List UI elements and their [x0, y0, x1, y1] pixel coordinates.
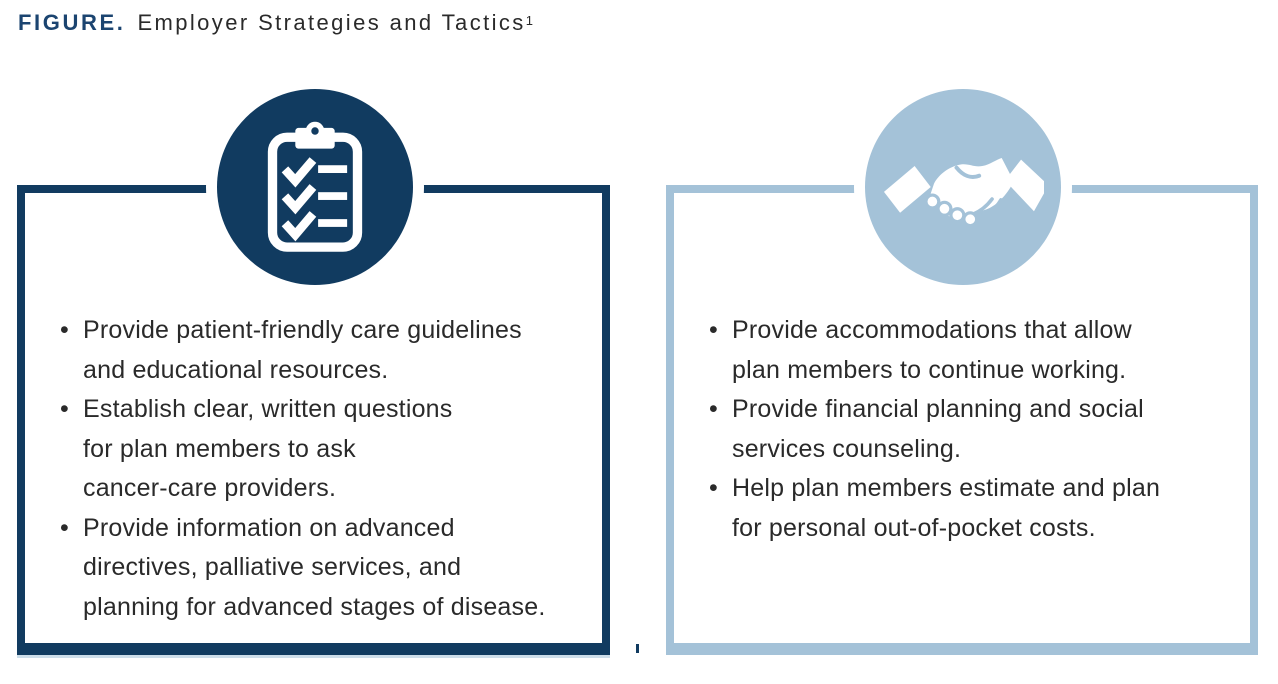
bullet-text-line: Provide patient-friendly care guidelines [83, 316, 522, 344]
bullet-text-line: services counseling. [732, 434, 962, 463]
footnote-marker: 1 [525, 13, 533, 28]
list-item: • Establish clear, written questions for… [60, 390, 590, 509]
list-item: • Provide patient-friendly care guidelin… [60, 311, 590, 390]
list-item: • Help plan members estimate and plan fo… [709, 469, 1238, 548]
bullet-text-line: Help plan members estimate and plan [732, 474, 1161, 502]
bullet-text-line: cancer-care providers. [83, 474, 337, 502]
workplace-support-bullet-list: • Provide accommodations that allow plan… [709, 311, 1238, 548]
bullet-text-line: for personal out-of-pocket costs. [732, 513, 1096, 542]
bullet-text-line: Provide financial planning and social [732, 395, 1144, 423]
handshake-glyph [883, 157, 1044, 228]
bullet-text: Provide information on advanced directiv… [83, 509, 590, 628]
handshake-icon [865, 89, 1061, 285]
figure-title: FIGURE. Employer Strategies and Tactics1 [18, 10, 533, 36]
bullet-text-line: Provide accommodations that allow [732, 316, 1132, 344]
bullet-text: Provide accommodations that allow plan m… [732, 311, 1238, 390]
bullet-icon: • [60, 513, 69, 542]
bullet-text-line: plan members to continue working. [732, 355, 1127, 384]
bullet-text: Provide patient-friendly care guidelines… [83, 311, 590, 390]
bullet-icon: • [709, 316, 718, 344]
bullet-text-line: Establish clear, written questions [83, 395, 453, 423]
stray-mark [636, 644, 639, 653]
checklist-clipboard-icon [217, 89, 413, 285]
bullet-text-line: directives, palliative services, and [83, 553, 462, 581]
bullet-icon: • [60, 316, 69, 344]
bullet-text-line: Provide information on advanced [83, 513, 455, 542]
list-item: • Provide financial planning and social … [709, 390, 1238, 469]
bullet-icon: • [709, 395, 718, 423]
bullet-icon: • [60, 395, 69, 423]
care-guidance-bullet-list: • Provide patient-friendly care guidelin… [60, 311, 590, 627]
figure-title-text: Employer Strategies and Tactics [137, 10, 526, 35]
bullet-text-line: for plan members to ask [83, 434, 356, 463]
figure-label: FIGURE. [18, 10, 126, 35]
bullet-text-line: and educational resources. [83, 355, 389, 384]
bullet-text: Establish clear, written questions for p… [83, 390, 590, 509]
bullet-text-line: planning for advanced stages of disease. [83, 592, 546, 621]
list-item: • Provide information on advanced direct… [60, 509, 590, 628]
bullet-text: Provide financial planning and social se… [732, 390, 1238, 469]
bullet-text: Help plan members estimate and plan for … [732, 469, 1238, 548]
bullet-icon: • [709, 474, 718, 502]
list-item: • Provide accommodations that allow plan… [709, 311, 1238, 390]
clipboard-glyph [267, 121, 363, 252]
workplace-support-panel: • Provide accommodations that allow plan… [666, 185, 1258, 655]
